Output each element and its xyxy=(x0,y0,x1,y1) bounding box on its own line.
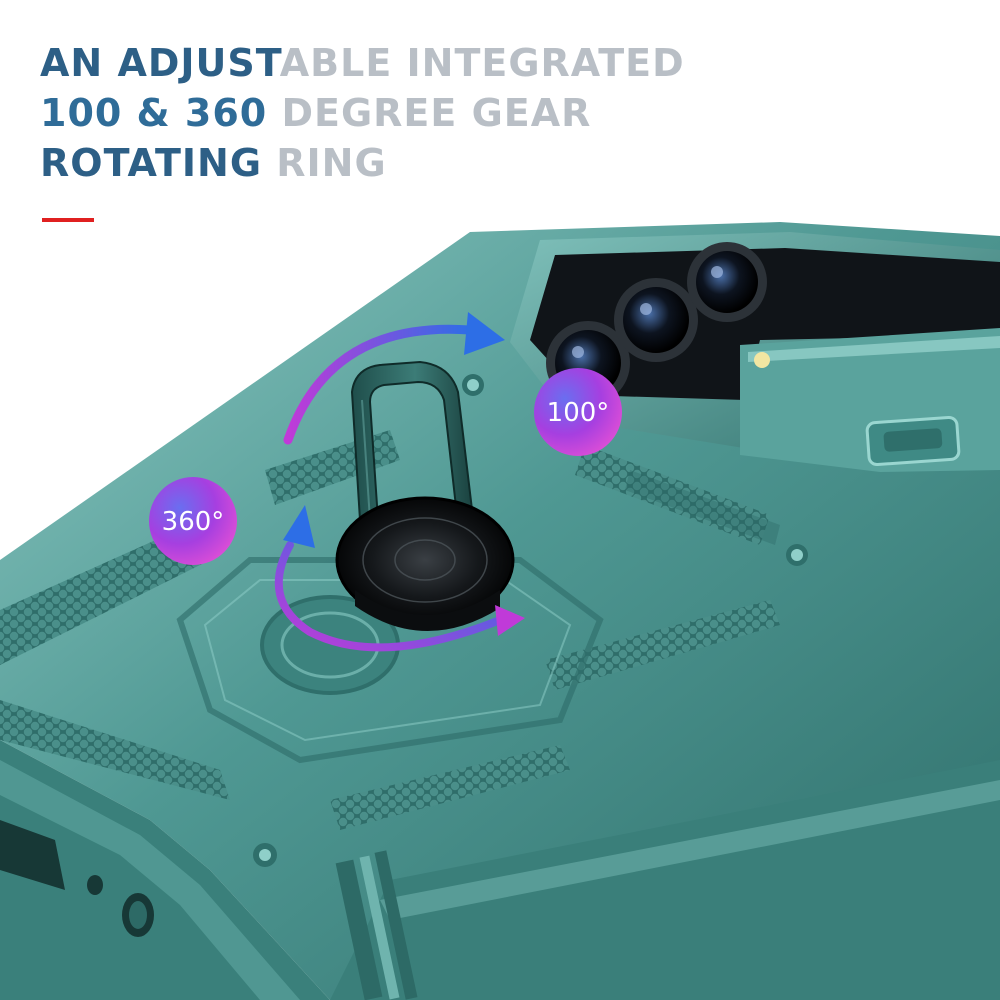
port-cutouts xyxy=(0,820,154,937)
badge-100-label: 100° xyxy=(547,398,610,428)
grip-panels xyxy=(0,430,780,830)
headline-line-1: AN ADJUSTABLE INTEGRATED xyxy=(40,38,685,88)
accent-bar xyxy=(42,218,94,222)
badge-100: 100° xyxy=(534,368,622,456)
headline-line-3-faded: RING xyxy=(276,141,387,185)
headline-line-2: 100 & 360 DEGREE GEAR xyxy=(40,88,685,138)
arrow-360-degree xyxy=(274,541,504,652)
headline: AN ADJUSTABLE INTEGRATED 100 & 360 DEGRE… xyxy=(40,38,685,188)
screws xyxy=(253,374,808,867)
headline-line-2-strong: 100 & 360 xyxy=(40,91,282,135)
headline-line-1-strong: AN ADJUST xyxy=(40,41,280,85)
headline-line-1-faded: ABLE INTEGRATED xyxy=(279,41,685,85)
badge-360-label: 360° xyxy=(162,507,225,537)
headline-line-2-faded: DEGREE GEAR xyxy=(281,91,592,135)
ring-frame xyxy=(176,557,604,764)
headline-line-3: ROTATING RING xyxy=(40,138,685,188)
corner-bumper xyxy=(335,850,418,1000)
headline-line-3-strong: ROTATING xyxy=(40,141,277,185)
badge-360: 360° xyxy=(149,477,237,565)
arrow-100-degree xyxy=(283,324,475,445)
